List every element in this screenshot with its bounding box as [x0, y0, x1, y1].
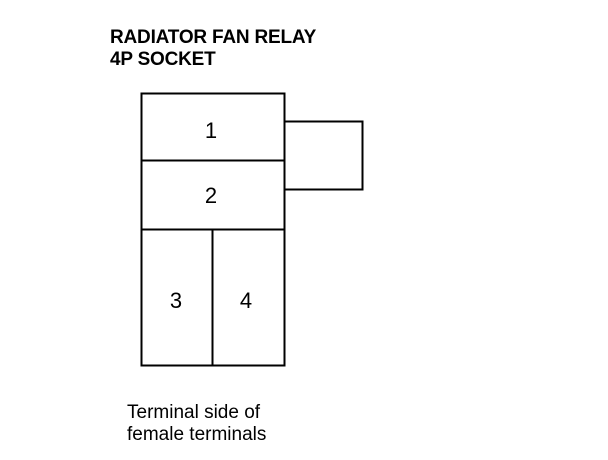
- terminal-4-label: 4: [240, 288, 252, 313]
- terminal-2-label: 2: [205, 183, 217, 208]
- terminal-3-label: 3: [170, 288, 182, 313]
- title-line-2: 4P SOCKET: [110, 49, 216, 70]
- view-caption: Terminal side of female terminals: [127, 402, 266, 446]
- terminal-1-label: 1: [205, 118, 217, 143]
- title-line-1: RADIATOR FAN RELAY: [110, 27, 317, 48]
- caption-line-1: Terminal side of: [127, 402, 261, 423]
- diagram-title: RADIATOR FAN RELAY 4P SOCKET: [110, 27, 316, 71]
- locking-tab: [284, 120, 364, 191]
- caption-line-2: female terminals: [127, 424, 267, 445]
